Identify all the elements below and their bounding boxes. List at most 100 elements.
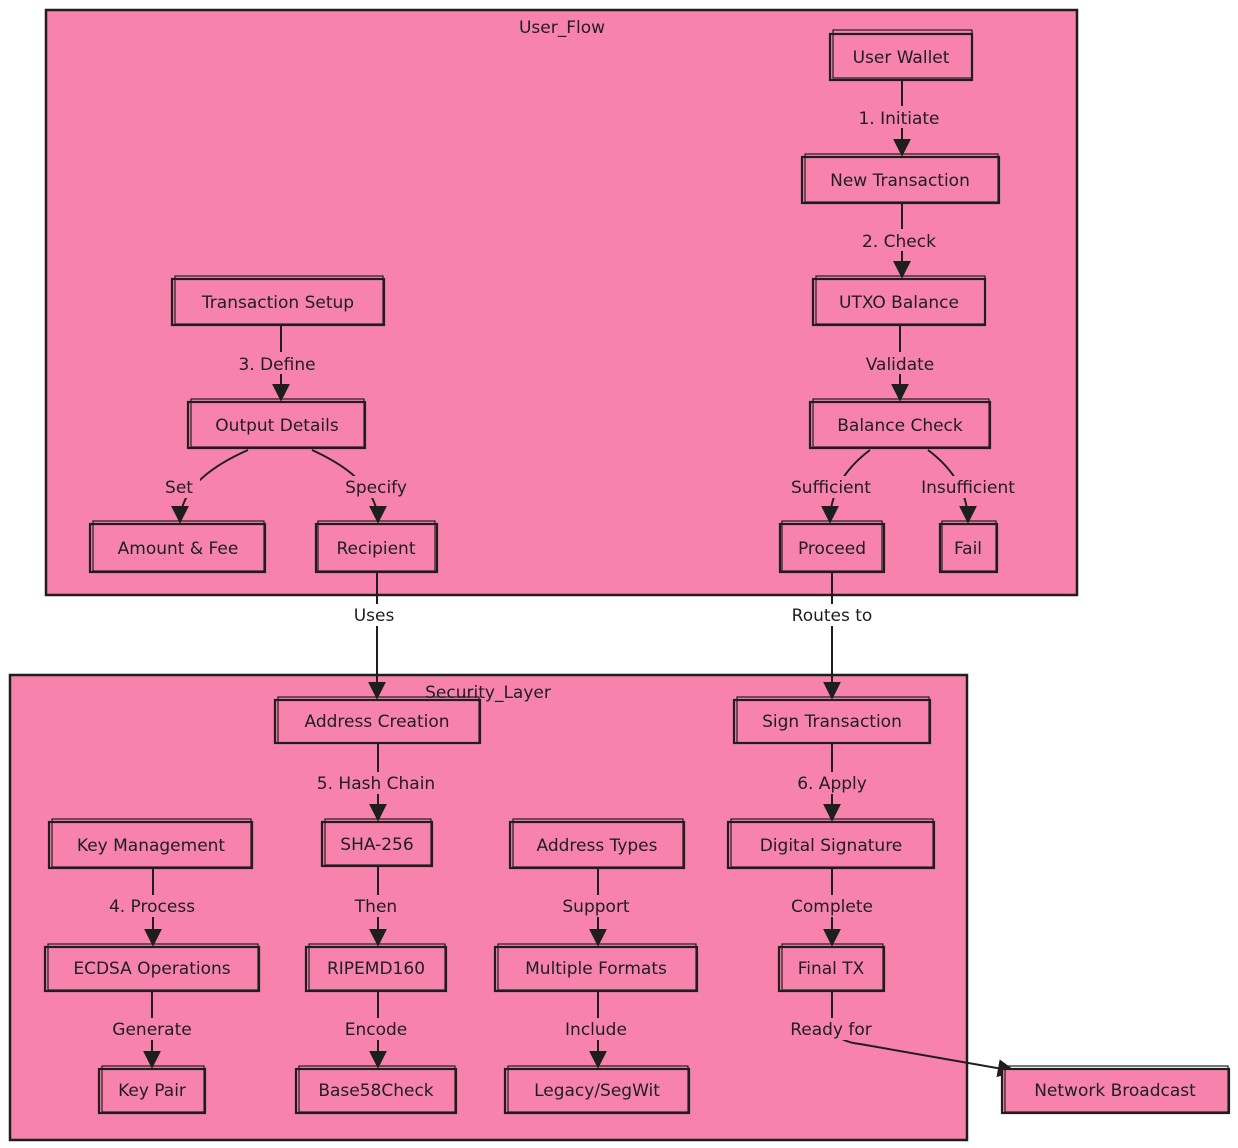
node-address-types: Address Types — [508, 818, 686, 870]
edge-label-ready-for: Ready for — [780, 1018, 882, 1040]
edge-label-routes-to: Routes to — [778, 604, 886, 626]
svg-text:Insufficient: Insufficient — [921, 478, 1015, 498]
node-address-creation: Address Creation — [273, 696, 482, 745]
svg-text:Key Management: Key Management — [77, 836, 226, 856]
svg-text:3. Define: 3. Define — [238, 355, 315, 375]
node-sign-transaction: Sign Transaction — [732, 696, 932, 745]
svg-text:Specify: Specify — [345, 478, 407, 498]
edge-label-sufficient: Sufficient — [780, 476, 882, 498]
svg-text:Digital Signature: Digital Signature — [760, 836, 903, 856]
svg-text:Proceed: Proceed — [798, 539, 866, 559]
svg-text:Fail: Fail — [954, 539, 982, 559]
svg-text:Generate: Generate — [112, 1020, 191, 1040]
svg-text:Set: Set — [165, 478, 193, 498]
svg-text:Encode: Encode — [345, 1020, 408, 1040]
svg-text:Ready for: Ready for — [790, 1020, 872, 1040]
edge-label-initiate: 1. Initiate — [845, 106, 951, 129]
node-ripemd160: RIPEMD160 — [304, 943, 448, 993]
edge-complete: Complete — [782, 868, 882, 947]
edge-include: Include — [556, 991, 638, 1069]
edge-hash-chain: 5. Hash Chain — [306, 743, 446, 822]
edge-label-then: Then — [346, 895, 406, 917]
edge-label-process: 4. Process — [94, 895, 210, 917]
node-output-details: Output Details — [186, 398, 367, 450]
edge-define: 3. Define — [228, 325, 326, 402]
svg-text:Base58Check: Base58Check — [318, 1081, 433, 1101]
svg-text:Address Creation: Address Creation — [304, 712, 449, 732]
node-recipient: Recipient — [314, 520, 439, 574]
edge-label-hash-chain: 5. Hash Chain — [306, 772, 446, 794]
edge-label-complete: Complete — [782, 895, 882, 917]
svg-text:Routes to: Routes to — [792, 606, 873, 626]
node-proceed: Proceed — [778, 520, 886, 574]
svg-text:ECDSA Operations: ECDSA Operations — [73, 959, 230, 979]
svg-text:Multiple Formats: Multiple Formats — [525, 959, 667, 979]
svg-text:Support: Support — [562, 897, 630, 917]
node-base58check: Base58Check — [294, 1065, 458, 1115]
cluster-title-user-flow: User_Flow — [519, 18, 605, 38]
svg-text:Then: Then — [354, 897, 397, 917]
node-balance-check: Balance Check — [808, 398, 992, 450]
svg-text:2. Check: 2. Check — [862, 232, 936, 252]
node-amount-fee: Amount & Fee — [88, 520, 267, 574]
node-fail: Fail — [938, 520, 999, 574]
edge-apply: 6. Apply — [788, 743, 876, 822]
cluster-title-security-layer: Security_Layer — [425, 683, 551, 703]
svg-text:Validate: Validate — [866, 355, 935, 375]
edge-sufficient: Sufficient — [780, 449, 882, 524]
svg-text:Key Pair: Key Pair — [118, 1081, 186, 1101]
svg-text:RIPEMD160: RIPEMD160 — [327, 959, 425, 979]
node-sha256: SHA-256 — [320, 818, 434, 868]
edge-label-insufficient: Insufficient — [906, 476, 1030, 498]
node-transaction-setup: Transaction Setup — [170, 275, 386, 327]
edge-check: 2. Check — [853, 203, 945, 279]
svg-text:Output Details: Output Details — [215, 416, 339, 436]
edge-set: Set — [158, 449, 249, 524]
edge-initiate: 1. Initiate — [845, 80, 951, 157]
edge-insufficient: Insufficient — [906, 449, 1030, 524]
node-final-tx: Final TX — [777, 943, 886, 993]
node-user-wallet: User Wallet — [828, 29, 974, 82]
edge-label-apply: 6. Apply — [788, 772, 876, 794]
svg-text:Recipient: Recipient — [337, 539, 416, 559]
edge-label-uses: Uses — [344, 604, 404, 626]
node-utxo-balance: UTXO Balance — [811, 275, 987, 327]
svg-text:Legacy/SegWit: Legacy/SegWit — [534, 1081, 660, 1101]
edge-label-specify: Specify — [336, 476, 416, 498]
edge-label-support: Support — [552, 895, 642, 917]
node-multiple-formats: Multiple Formats — [493, 943, 699, 993]
svg-text:Amount & Fee: Amount & Fee — [118, 539, 239, 559]
svg-text:New Transaction: New Transaction — [830, 171, 970, 191]
edge-label-define: 3. Define — [228, 352, 326, 375]
svg-text:Sign Transaction: Sign Transaction — [762, 712, 902, 732]
edge-label-encode: Encode — [336, 1018, 418, 1040]
node-legacy-segwit: Legacy/SegWit — [503, 1065, 691, 1115]
svg-text:Complete: Complete — [791, 897, 873, 917]
svg-text:Balance Check: Balance Check — [837, 416, 963, 436]
svg-text:Transaction Setup: Transaction Setup — [201, 293, 354, 313]
svg-text:UTXO Balance: UTXO Balance — [839, 293, 959, 313]
node-new-transaction: New Transaction — [800, 153, 1001, 205]
edge-label-generate: Generate — [100, 1018, 204, 1040]
svg-text:Address Types: Address Types — [536, 836, 657, 856]
edge-label-check: 2. Check — [853, 229, 945, 252]
edge-label-set: Set — [158, 476, 200, 498]
node-key-pair: Key Pair — [97, 1065, 207, 1115]
node-network-broadcast: Network Broadcast — [1000, 1065, 1231, 1115]
svg-text:SHA-256: SHA-256 — [340, 835, 413, 855]
edge-generate: Generate — [100, 991, 204, 1069]
edge-support: Support — [552, 868, 642, 947]
edge-encode: Encode — [336, 991, 418, 1069]
svg-text:6. Apply: 6. Apply — [797, 774, 867, 794]
edge-ready-for: Ready for — [780, 991, 1016, 1078]
edge-routes-to: Routes to — [778, 573, 886, 700]
edge-then: Then — [346, 866, 406, 947]
svg-text:Network Broadcast: Network Broadcast — [1034, 1081, 1196, 1101]
svg-text:Sufficient: Sufficient — [791, 478, 871, 498]
svg-text:User Wallet: User Wallet — [853, 48, 950, 68]
edge-label-include: Include — [556, 1018, 638, 1040]
node-digital-signature: Digital Signature — [726, 818, 936, 870]
svg-text:Final TX: Final TX — [798, 959, 865, 979]
node-ecdsa-operations: ECDSA Operations — [43, 943, 261, 993]
